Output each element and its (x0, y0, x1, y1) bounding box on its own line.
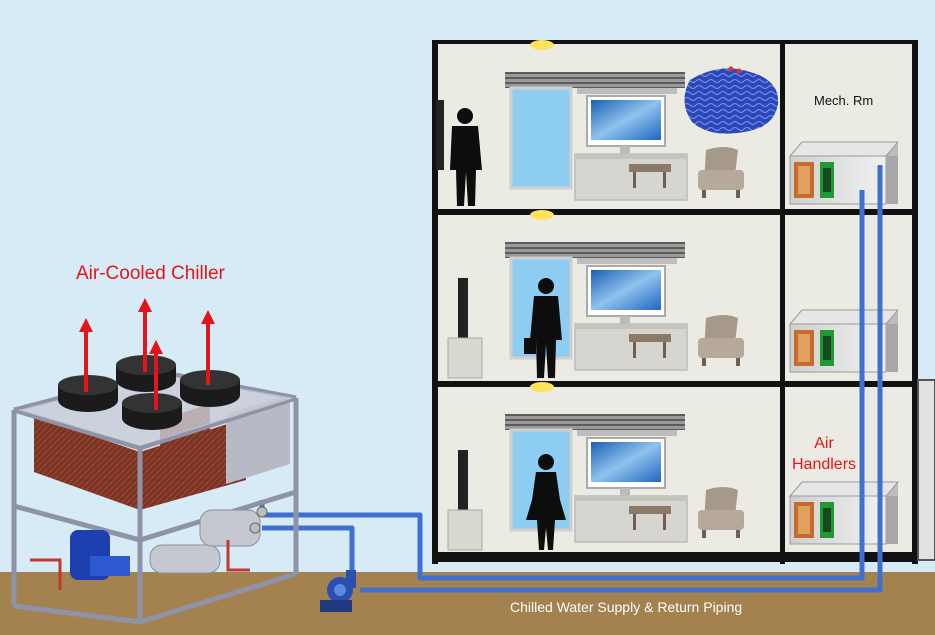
chiller-label: Air-Cooled Chiller (76, 263, 225, 284)
air-handlers-label: Air Handlers (786, 433, 862, 475)
mech-room-label: Mech. Rm (814, 93, 874, 108)
pump-icon (320, 570, 356, 612)
air-handlers-label-line2: Handlers (791, 456, 857, 473)
tv-icon (447, 278, 483, 551)
person-silhouette-icon (450, 108, 566, 550)
air-handlers-label-line1: Air (814, 435, 834, 452)
ceiling-light-icon (530, 40, 554, 392)
piping-label: Chilled Water Supply & Return Piping (510, 599, 743, 615)
up-arrow-icon (79, 298, 215, 410)
heat-load-icon (684, 66, 779, 134)
